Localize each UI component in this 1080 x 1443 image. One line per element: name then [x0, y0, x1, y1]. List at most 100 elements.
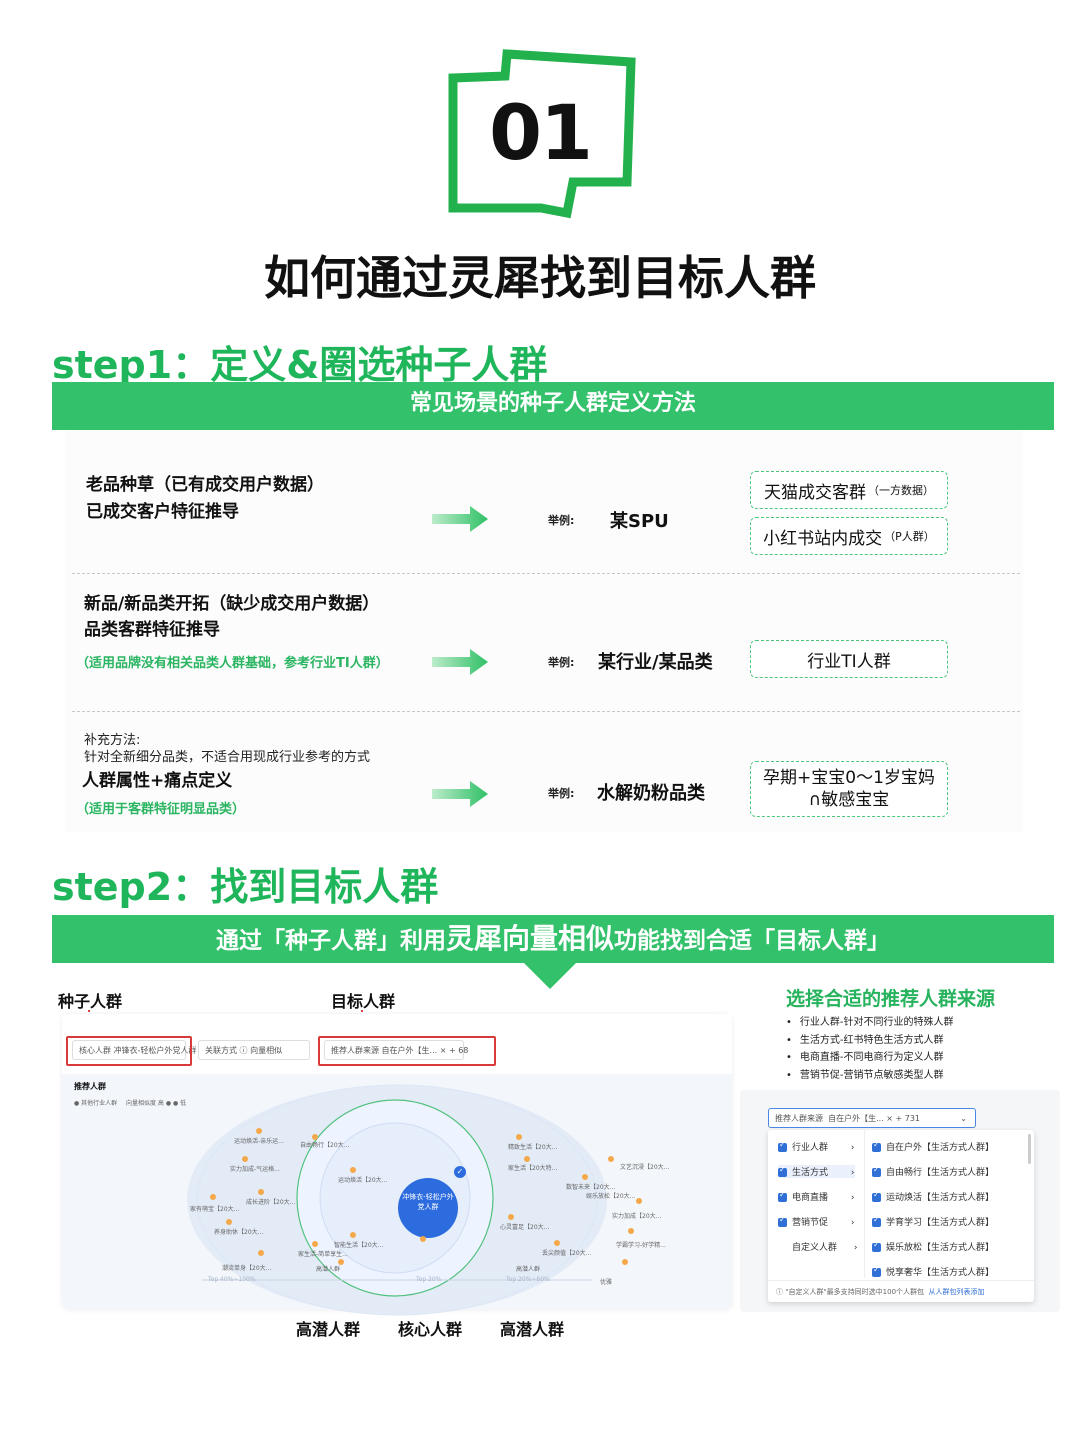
- row2-tag: 行业TI人群: [750, 640, 948, 678]
- legend-similarity: 向量相似度 高 ● ● 低: [126, 1100, 187, 1107]
- step2-title: step2：找到目标人群: [52, 865, 439, 909]
- row3-title: 人群属性+痛点定义: [82, 771, 233, 791]
- category-item[interactable]: 生活方式 ›: [778, 1165, 855, 1178]
- target-highlight-box: [318, 1036, 496, 1066]
- center-crowd-label: 冲锋衣-轻松户外党人群: [402, 1193, 454, 1211]
- axis-label-mid: Top 20%: [416, 1276, 442, 1283]
- row3-note: （适用于客群特征明显品类）: [76, 802, 246, 817]
- source-dropdown-screenshot: 推荐人群来源 自在户外【生... × + 731⌄ 行业人群 › 生活方式 › …: [740, 1090, 1060, 1312]
- graph-node: [256, 1128, 262, 1134]
- row2-example: 某行业/某品类: [598, 652, 713, 673]
- graph-node: [242, 1156, 248, 1162]
- graph-node: [258, 1250, 264, 1256]
- graph-node: [350, 1232, 356, 1238]
- source-select[interactable]: 推荐人群来源 自在户外【生... × + 68: [324, 1040, 468, 1060]
- core-crowd-select[interactable]: 核心人群 冲锋衣-轻松户外党人群: [72, 1040, 196, 1060]
- crowd-option[interactable]: 自由畅行【生活方式人群】: [872, 1165, 994, 1178]
- graph-node-label: 运动焕活【20大...: [338, 1177, 388, 1184]
- graph-node-label: 数智未来【20大...: [566, 1184, 616, 1191]
- source-bullets: 行业人群-针对不同行业的特殊人群 生活方式-红书特色生活方式人群 电商直播-不同…: [786, 1014, 954, 1084]
- graph-node-label: 成长进阶【20大...: [246, 1199, 296, 1206]
- high-potential-label-right: 高潜人群: [500, 1320, 565, 1339]
- graph-node-label: 丢尖颜值【20大...: [542, 1250, 592, 1257]
- right-arrow-icon: [432, 649, 488, 675]
- graph-node: [524, 1156, 530, 1162]
- bullet-item: 电商直播-不同电商行为定义人群: [786, 1049, 954, 1067]
- graph-node: [628, 1228, 634, 1234]
- source-multiselect[interactable]: 推荐人群来源 自在户外【生... × + 731⌄: [768, 1108, 976, 1128]
- scrollbar[interactable]: [1028, 1134, 1031, 1164]
- target-crowd-label: 目标人群: [331, 992, 396, 1011]
- row3-pre-label: 补充方法:: [84, 733, 141, 748]
- graph-node-label: 高潜人群: [316, 1266, 341, 1273]
- row3-pre-text: 针对全新细分品类，不适合用现成行业参考的方式: [84, 750, 371, 765]
- row2-note: （适用品牌没有相关品类人群基础，参考行业TI人群）: [76, 656, 389, 671]
- row1-title: 老品种草（已有成交用户数据）: [86, 475, 324, 495]
- step2-banner-pointer: [524, 963, 576, 989]
- row1-subtitle: 已成交客户特征推导: [86, 502, 239, 522]
- relation-select[interactable]: 关联方式 ⓘ 向量相似: [198, 1040, 310, 1060]
- graph-node-label: 学霸学习-好学精...: [616, 1242, 666, 1249]
- graph-node: [312, 1241, 318, 1247]
- seed-crowd-label: 种子人群: [58, 992, 123, 1011]
- row3-tag: 孕期+宝宝0～1岁宝妈 ∩敏感宝宝: [750, 761, 948, 817]
- graph-node-label: 高潜人群: [516, 1266, 541, 1273]
- crowd-option[interactable]: 学育学习【生活方式人群】: [872, 1215, 994, 1228]
- graph-node-label: 智能生活【20大...: [334, 1242, 384, 1249]
- crowd-option[interactable]: 自在户外【生活方式人群】: [872, 1140, 994, 1153]
- crowd-option[interactable]: 娱乐放松【生活方式人群】: [872, 1240, 994, 1253]
- legend-other: ● 其他行业人群: [74, 1100, 118, 1107]
- row3-example: 水解奶粉品类: [597, 783, 705, 804]
- graph-node: [622, 1259, 628, 1265]
- step1-banner-text: 常见场景的种子人群定义方法: [409, 391, 696, 416]
- graph-node: [516, 1134, 522, 1140]
- graph-node-label: 家生活-简单享生...: [298, 1251, 348, 1258]
- category-item[interactable]: 自定义人群 ›: [792, 1243, 858, 1253]
- graph-node-label: 精致生活【20大...: [508, 1144, 558, 1151]
- graph-node: [350, 1167, 356, 1173]
- graph-node: [582, 1174, 588, 1180]
- crowd-option[interactable]: 运动焕活【生活方式人群】: [872, 1190, 994, 1203]
- row-divider: [72, 573, 1020, 574]
- graph-node: [226, 1219, 232, 1225]
- category-item[interactable]: 行业人群 ›: [778, 1140, 855, 1153]
- row2-title: 新品/新品类开拓（缺少成交用户数据）: [84, 594, 380, 614]
- graph-node-label: 家生活【20大特...: [508, 1165, 558, 1172]
- chevron-down-icon: ⌄: [960, 1114, 967, 1123]
- graph-node: [636, 1198, 642, 1204]
- axis-label-left: Top 40%~100%: [208, 1276, 256, 1283]
- graph-node: [338, 1259, 344, 1265]
- high-potential-label-left: 高潜人群: [296, 1320, 361, 1339]
- graph-node: [258, 1189, 264, 1195]
- crowd-option[interactable]: 悦享奢华【生活方式人群】: [872, 1265, 994, 1278]
- axis-label-right: Top 20%~60%: [506, 1276, 550, 1283]
- core-crowd-label: 核心人群: [398, 1320, 463, 1339]
- check-icon: ✓: [454, 1166, 466, 1178]
- row-divider: [72, 711, 1020, 712]
- graph-node-label: 优雅: [600, 1279, 613, 1286]
- number-badge-frame: [448, 49, 636, 219]
- step2-banner: 通过「种子人群」利用灵犀向量相似功能找到合适「目标人群」: [52, 915, 1054, 963]
- panel-divider: [864, 1130, 865, 1278]
- source-title: 选择合适的推荐人群来源: [786, 988, 996, 1010]
- crowd-rings: [187, 1084, 607, 1316]
- row2-subtitle: 品类客群特征推导: [84, 620, 220, 640]
- graph-node-label: 养身助休【20大...: [214, 1229, 264, 1236]
- graph-node-label: 运动焕活-亲乐运...: [234, 1138, 284, 1145]
- category-item[interactable]: 电商直播 ›: [778, 1190, 855, 1203]
- dropdown-footer: ⓘ "自定义人群"最多支持同时选中100个人群包 从人群包列表添加: [768, 1280, 1034, 1302]
- category-item[interactable]: 营销节促 ›: [778, 1215, 855, 1228]
- graph-node-label: 文艺沉浸【20大...: [620, 1164, 670, 1171]
- recommend-section-title: 推荐人群: [74, 1082, 106, 1091]
- graph-node: [420, 1236, 426, 1242]
- section-number: 01: [489, 88, 593, 177]
- right-arrow-icon: [432, 781, 488, 807]
- seed-highlight-box: [66, 1036, 192, 1066]
- graph-node-label: 家有萌宝【20大...: [190, 1206, 240, 1213]
- add-from-list-link[interactable]: 从人群包列表添加: [928, 1288, 985, 1296]
- filter-bar: 核心人群 冲锋衣-轻松户外党人群 关联方式 ⓘ 向量相似 推荐人群来源 自在户外…: [62, 1014, 732, 1074]
- row1-tag-1: 天猫成交客群（一方数据）: [750, 471, 948, 509]
- right-arrow-icon: [432, 506, 488, 532]
- graph-node-label: 实力加成【20大...: [612, 1213, 662, 1220]
- graph-node: [312, 1134, 318, 1140]
